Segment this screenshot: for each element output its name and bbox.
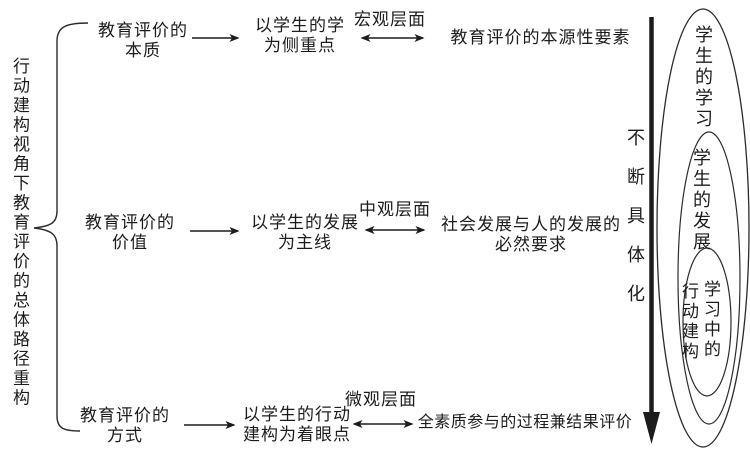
ellipse-middle [677, 131, 741, 425]
ellipse-outer [656, 8, 750, 448]
ellipse-outer-label: 学生的学习 [693, 25, 713, 130]
deepening-axis-label: 不断具体化 [625, 128, 645, 323]
ellipse-inner-label-left-column: 行动建构 [679, 282, 698, 362]
row1-outcome-line1: 教育评价的本源性要素 [450, 28, 631, 47]
row1-source-line1: 教育评价的 [98, 21, 188, 40]
row3-focus-line2: 建构为着眼点 [243, 425, 351, 444]
row1-outcome: 教育评价的本源性要素 [438, 28, 643, 48]
row3-level-label: 微观层面 [345, 390, 417, 409]
row3-focus-line1: 以学生的行动 [243, 405, 351, 424]
ellipse-inner [682, 247, 732, 397]
row2-source-line1: 教育评价的 [85, 213, 175, 232]
row2-outcome-line1: 社会发展与人的发展的 [441, 215, 621, 234]
row2-source-value: 教育评价的 价值 [80, 213, 180, 253]
row1-focus-line1: 以学生的学 [255, 16, 345, 35]
grouping-brace [33, 22, 89, 432]
row1-focus-line2: 为侧重点 [264, 36, 336, 55]
row3-source-line1: 教育评价的 [80, 406, 170, 425]
row1-source-line2: 本质 [125, 41, 161, 60]
ellipse-middle-label: 学生的发展 [691, 148, 711, 253]
row2-level-label: 中观层面 [359, 200, 431, 219]
row3-focus: 以学生的行动 建构为着眼点 [239, 405, 355, 445]
row1-focus: 以学生的学 为侧重点 [248, 16, 352, 56]
row2-focus: 以学生的发展 为主线 [248, 213, 362, 253]
row2-focus-line2: 为主线 [278, 233, 332, 252]
row2-outcome: 社会发展与人的发展的 必然要求 [438, 215, 624, 255]
row2-outcome-line2: 必然要求 [495, 235, 567, 254]
diagram-title: 行动建构视角下教育评价的总体路径重构 [10, 57, 29, 408]
row3-outcome-line1: 全素质参与的过程兼结果评价 [417, 414, 633, 431]
deepening-arrow-head [643, 412, 660, 444]
row2-source-line2: 价值 [112, 233, 148, 252]
row1-source-essence: 教育评价的 本质 [93, 21, 193, 61]
row1-level-label: 宏观层面 [354, 10, 426, 29]
row3-source-method: 教育评价的 方式 [75, 406, 175, 446]
ellipse-inner-label-right-column: 学习中的 [701, 280, 720, 360]
row2-focus-line1: 以学生的发展 [251, 213, 359, 232]
row3-source-line2: 方式 [107, 426, 143, 445]
row3-outcome: 全素质参与的过程兼结果评价 [413, 413, 637, 433]
